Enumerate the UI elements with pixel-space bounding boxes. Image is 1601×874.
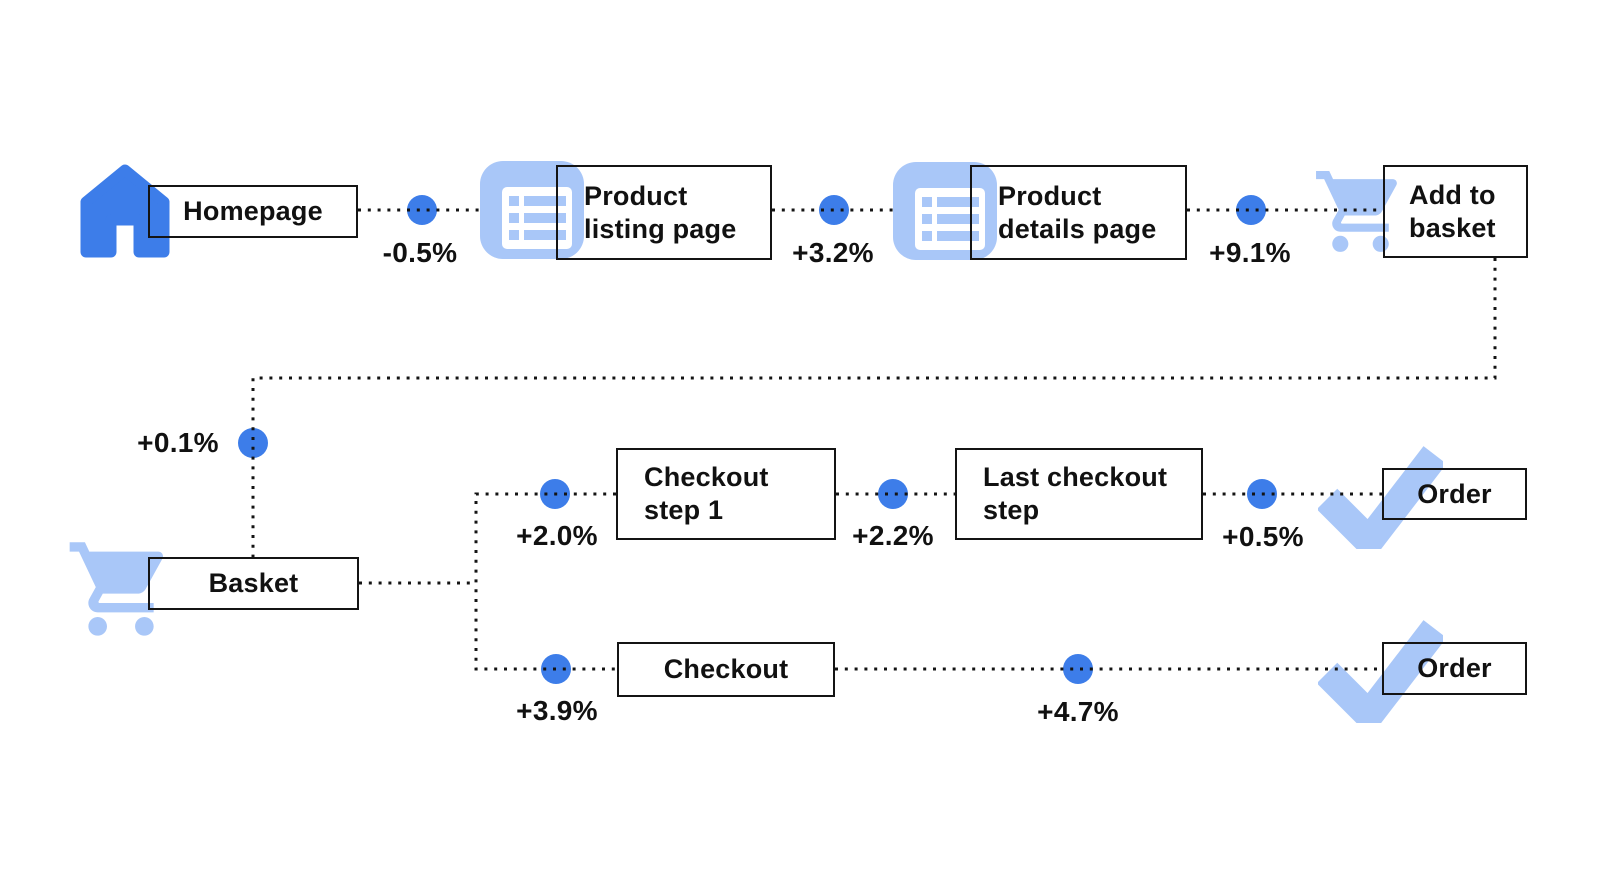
- node-label: Basket: [208, 568, 299, 598]
- node-order-top: Order: [1382, 468, 1527, 520]
- step-dot: [1063, 654, 1093, 684]
- list-page-icon: [480, 161, 584, 259]
- node-underlay: [1383, 165, 1528, 258]
- step-dot: [407, 195, 437, 225]
- home-icon: [78, 160, 172, 260]
- node-label: Checkout: [663, 654, 789, 684]
- check-icon: [1316, 618, 1447, 737]
- node-underlay: [556, 165, 772, 260]
- node-product-listing-page: Product listing page: [556, 165, 772, 260]
- delta-label: +3.9%: [516, 695, 598, 726]
- node-label: Order: [1417, 653, 1492, 683]
- node-underlay: [617, 642, 835, 697]
- connector-split-branches: [474, 492, 617, 671]
- node-underlay: [148, 185, 358, 238]
- node-basket: Basket: [148, 557, 359, 610]
- node-underlay: [616, 448, 836, 540]
- node-last-checkout-step: Last checkout step: [955, 448, 1203, 540]
- delta-label: +2.2%: [852, 520, 934, 551]
- step-dot: [238, 428, 268, 458]
- node-underlay: [955, 448, 1203, 540]
- step-dot: [1236, 195, 1266, 225]
- node-underlay: [970, 165, 1187, 260]
- node-order-bottom: Order: [1382, 642, 1527, 695]
- node-underlay: [148, 557, 359, 610]
- node-label: Order: [1417, 478, 1492, 509]
- node-label: Add to basket: [1409, 179, 1496, 243]
- step-dot: [819, 195, 849, 225]
- node-label: Last checkout step: [983, 462, 1168, 525]
- delta-label: +0.1%: [137, 427, 219, 458]
- node-add-to-basket: Add to basket: [1383, 165, 1528, 258]
- delta-label: +2.0%: [516, 520, 598, 551]
- delta-label: +3.2%: [792, 237, 874, 268]
- node-label: Homepage: [183, 196, 323, 226]
- cart-icon: [65, 533, 177, 645]
- node-checkout-step-1: Checkout step 1: [616, 448, 836, 540]
- node-product-details-page: Product details page: [970, 165, 1187, 260]
- delta-label: +4.7%: [1037, 696, 1119, 727]
- step-dot: [878, 479, 908, 509]
- node-homepage: Homepage: [148, 185, 358, 238]
- connector-addtobasket-basket: [251, 258, 1497, 557]
- node-label: Checkout step 1: [644, 462, 769, 525]
- delta-label: +9.1%: [1209, 237, 1291, 268]
- node-checkout: Checkout: [617, 642, 835, 697]
- check-icon: [1316, 444, 1447, 563]
- node-label: Product details page: [998, 180, 1157, 244]
- delta-label: +0.5%: [1222, 521, 1304, 552]
- delta-label: -0.5%: [382, 237, 458, 268]
- node-label: Product listing page: [584, 180, 737, 244]
